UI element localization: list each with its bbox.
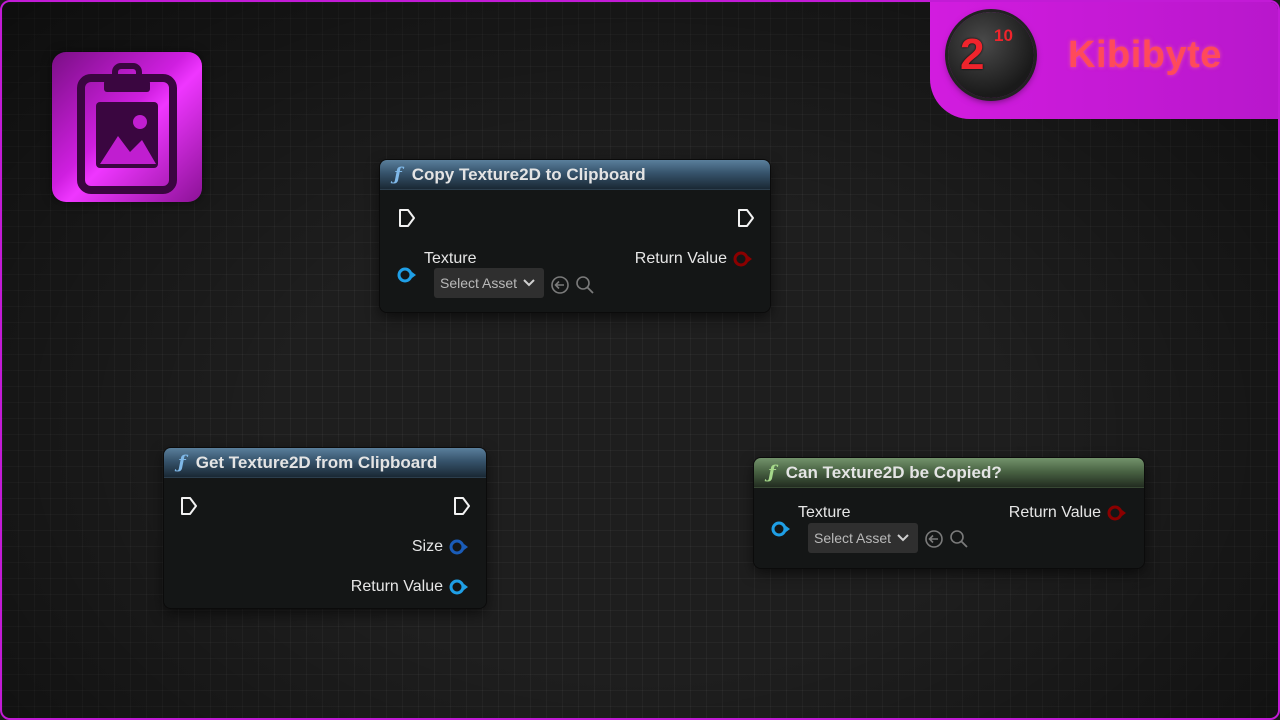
- node-header[interactable]: ƒ Can Texture2D be Copied?: [754, 458, 1144, 488]
- node-title: Get Texture2D from Clipboard: [195, 452, 438, 472]
- function-icon: ƒ: [768, 462, 776, 483]
- return-value-pin[interactable]: [449, 579, 469, 595]
- texture-input-pin[interactable]: [397, 267, 417, 283]
- node-header[interactable]: ƒ Copy Texture2D to Clipboard: [380, 160, 770, 190]
- node-header[interactable]: ƒ Get Texture2D from Clipboard: [164, 448, 486, 478]
- return-value-pin[interactable]: [1107, 505, 1127, 521]
- select-asset-text: Select Asset: [814, 530, 892, 546]
- select-asset-dropdown[interactable]: Select Asset: [808, 523, 918, 553]
- return-value-pin[interactable]: [733, 251, 753, 267]
- return-value-label: Return Value: [350, 578, 443, 595]
- exec-out-pin[interactable]: [737, 208, 755, 228]
- clipboard-image-icon: [77, 63, 177, 194]
- function-icon: ƒ: [178, 452, 186, 473]
- exec-in-pin[interactable]: [180, 496, 198, 516]
- node-copy-texture2d-to-clipboard[interactable]: ƒ Copy Texture2D to Clipboard Texture Se…: [380, 160, 770, 312]
- exec-in-pin[interactable]: [398, 208, 416, 228]
- size-output-pin[interactable]: [449, 539, 469, 555]
- brand-logo: 2 10: [948, 12, 1034, 98]
- return-value-label: Return Value: [1008, 504, 1101, 521]
- brand-badge: 2 10 Kibibyte: [930, 2, 1278, 119]
- select-asset-text: Select Asset: [440, 275, 518, 291]
- browse-asset-icon[interactable]: [949, 529, 969, 549]
- exec-out-pin[interactable]: [453, 496, 471, 516]
- app-icon: [52, 52, 202, 202]
- node-title: Copy Texture2D to Clipboard: [411, 164, 646, 184]
- node-get-texture2d-from-clipboard[interactable]: ƒ Get Texture2D from Clipboard Size Retu…: [164, 448, 486, 608]
- chevron-down-icon: [897, 534, 909, 542]
- texture-input-label: Texture: [798, 504, 851, 521]
- size-output-label: Size: [411, 538, 443, 555]
- use-selected-asset-icon[interactable]: [550, 275, 570, 295]
- browse-asset-icon[interactable]: [575, 275, 595, 295]
- use-selected-asset-icon[interactable]: [924, 529, 944, 549]
- node-title: Can Texture2D be Copied?: [785, 462, 1002, 482]
- brand-name: Kibibyte: [1068, 34, 1222, 76]
- chevron-down-icon: [523, 279, 535, 287]
- brand-logo-exponent: 10: [994, 26, 1013, 45]
- return-value-label: Return Value: [634, 250, 727, 267]
- texture-input-label: Texture: [424, 250, 477, 267]
- node-can-texture2d-be-copied[interactable]: ƒ Can Texture2D be Copied? Texture Selec…: [754, 458, 1144, 568]
- function-icon: ƒ: [394, 164, 402, 185]
- texture-input-pin[interactable]: [771, 521, 791, 537]
- select-asset-dropdown[interactable]: Select Asset: [434, 268, 544, 298]
- brand-logo-base: 2: [960, 30, 985, 79]
